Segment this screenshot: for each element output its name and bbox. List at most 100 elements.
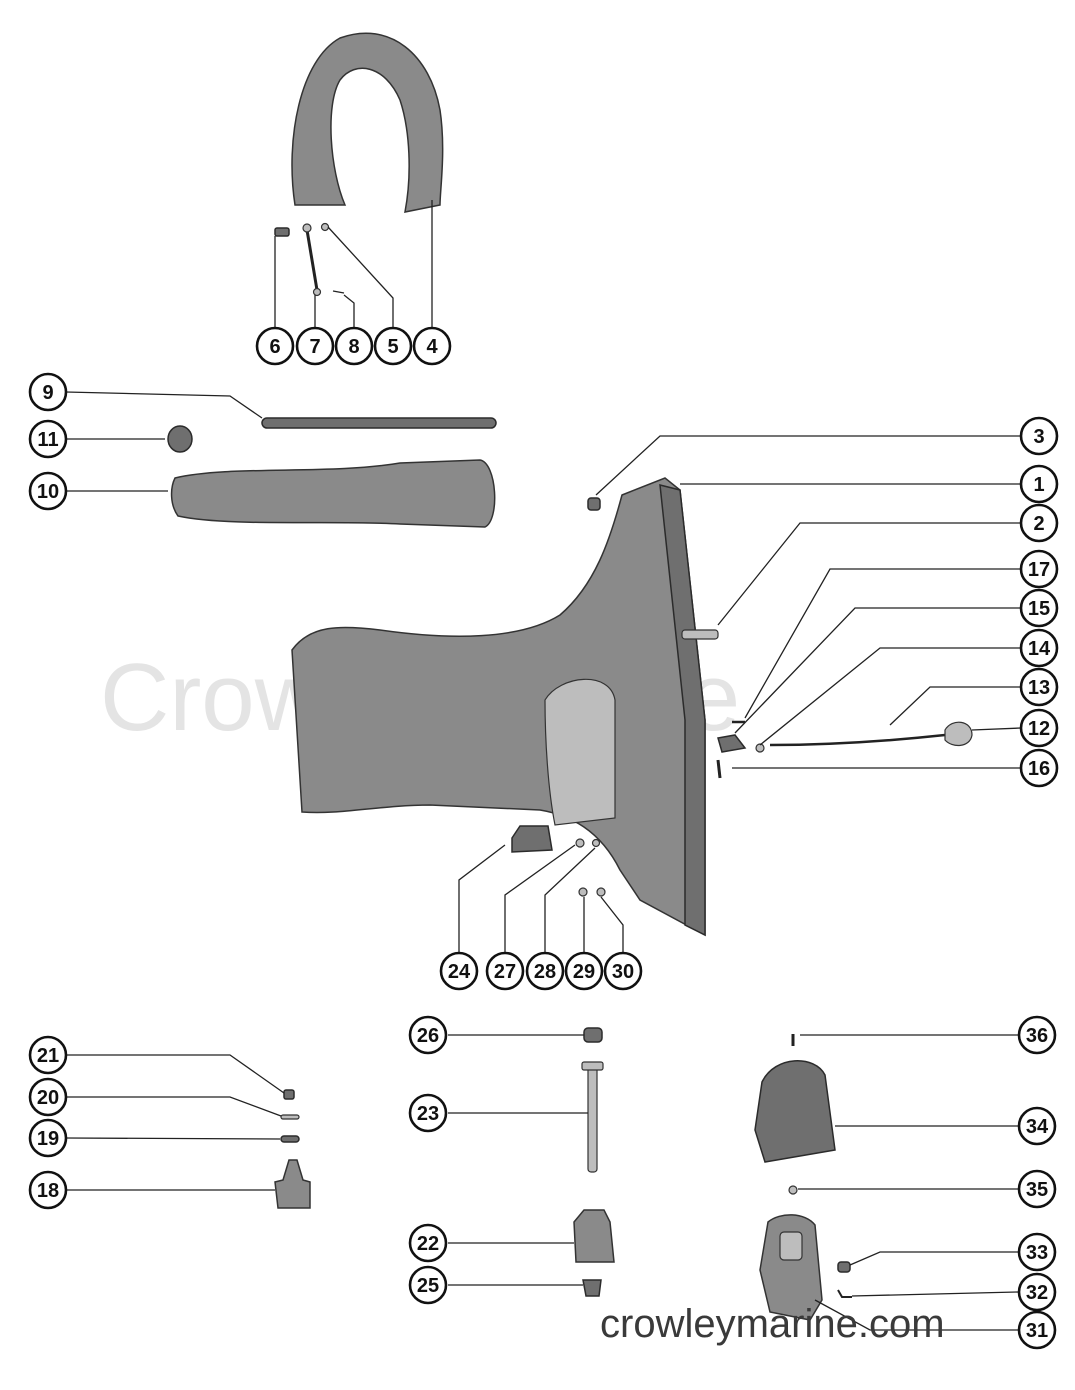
callout-24: 24 — [439, 951, 479, 991]
nut-27-part — [575, 838, 585, 848]
svg-text:22: 22 — [417, 1233, 439, 1255]
washer-30-part — [596, 887, 606, 897]
callout-11: 11 — [28, 419, 68, 459]
svg-text:11: 11 — [37, 429, 58, 451]
svg-text:8: 8 — [348, 336, 359, 358]
callout-21: 21 — [28, 1035, 68, 1075]
exhaust-tube-part — [170, 459, 496, 528]
callout-15: 15 — [1019, 588, 1059, 628]
callout-14: 14 — [1019, 628, 1059, 668]
svg-text:35: 35 — [1026, 1179, 1048, 1201]
washer-part — [320, 222, 330, 232]
svg-text:14: 14 — [1028, 638, 1051, 660]
hood-strap-part — [291, 32, 444, 213]
washer-14-part — [755, 743, 765, 753]
svg-text:26: 26 — [417, 1025, 439, 1047]
svg-text:13: 13 — [1028, 677, 1050, 699]
callout-12: 12 — [1019, 708, 1059, 748]
callout-36: 36 — [1017, 1015, 1057, 1055]
callout-33: 33 — [1017, 1232, 1057, 1272]
callout-34: 34 — [1017, 1106, 1057, 1146]
svg-text:23: 23 — [417, 1103, 439, 1125]
spring-19-part — [280, 1135, 300, 1143]
latch-rod-part — [305, 229, 319, 291]
callout-26: 26 — [408, 1015, 448, 1055]
svg-text:16: 16 — [1028, 758, 1050, 780]
mount-18-part — [274, 1159, 311, 1209]
driveshaft-housing-part — [291, 477, 706, 937]
callout-20: 20 — [28, 1077, 68, 1117]
washer-20-part — [280, 1114, 300, 1120]
callout-10: 10 — [28, 471, 68, 511]
svg-text:36: 36 — [1026, 1025, 1048, 1047]
svg-text:9: 9 — [42, 382, 53, 404]
callout-1: 1 — [1019, 464, 1059, 504]
callout-23: 23 — [408, 1093, 448, 1133]
callout-28: 28 — [525, 951, 565, 991]
screw-16-part — [716, 759, 722, 779]
rod-eye-top — [302, 223, 312, 233]
callout-2: 2 — [1019, 503, 1059, 543]
callout-35: 35 — [1017, 1169, 1057, 1209]
grommet-part — [167, 425, 193, 453]
svg-text:29: 29 — [573, 961, 595, 983]
nut-26-part — [583, 1027, 603, 1043]
nut-21-part — [283, 1089, 295, 1100]
svg-text:7: 7 — [309, 336, 320, 358]
callout-22: 22 — [408, 1223, 448, 1263]
callout-18: 18 — [28, 1170, 68, 1210]
svg-text:18: 18 — [37, 1180, 59, 1202]
nut-part — [587, 497, 601, 511]
callout-30: 30 — [603, 951, 643, 991]
nut-29-part — [578, 887, 588, 897]
svg-text:1: 1 — [1033, 474, 1044, 496]
housing-31-part — [759, 1214, 823, 1321]
svg-text:21: 21 — [37, 1045, 59, 1067]
svg-text:33: 33 — [1026, 1242, 1048, 1264]
svg-text:30: 30 — [612, 961, 634, 983]
svg-text:25: 25 — [417, 1275, 439, 1297]
callout-3: 3 — [1019, 416, 1059, 456]
callout-17: 17 — [1019, 549, 1059, 589]
callout-13: 13 — [1019, 667, 1059, 707]
svg-text:12: 12 — [1028, 718, 1050, 740]
stud-part — [681, 629, 719, 640]
svg-text:10: 10 — [37, 481, 59, 503]
nut-25-part — [582, 1279, 602, 1297]
callout-27: 27 — [485, 951, 525, 991]
svg-text:28: 28 — [534, 961, 556, 983]
svg-text:2: 2 — [1033, 513, 1044, 535]
link-rod-13-part — [769, 733, 946, 747]
washer-35-part — [788, 1185, 798, 1195]
svg-text:19: 19 — [37, 1128, 59, 1150]
callout-32: 32 — [1017, 1272, 1057, 1312]
callout-31: 31 — [1017, 1310, 1057, 1350]
callout-4: 4 — [412, 326, 452, 366]
pin-part — [332, 290, 345, 294]
site-label: crowleymarine.com — [600, 1302, 945, 1346]
knob-12-part — [944, 721, 973, 746]
callout-7: 7 — [295, 326, 335, 366]
leader-lines — [65, 200, 1022, 1331]
svg-text:15: 15 — [1028, 598, 1050, 620]
window-31-part — [779, 1231, 803, 1261]
callout-9: 9 — [28, 372, 68, 412]
callout-8: 8 — [334, 326, 374, 366]
callout-5: 5 — [373, 326, 413, 366]
callout-16: 16 — [1019, 748, 1059, 788]
cover-34-part — [754, 1060, 836, 1163]
callout-19: 19 — [28, 1118, 68, 1158]
svg-text:31: 31 — [1026, 1320, 1048, 1342]
svg-text:20: 20 — [37, 1087, 59, 1109]
mount-22-part — [573, 1209, 615, 1263]
svg-text:4: 4 — [426, 336, 438, 358]
svg-text:3: 3 — [1033, 426, 1044, 448]
svg-text:24: 24 — [448, 961, 471, 983]
svg-text:32: 32 — [1026, 1282, 1048, 1304]
svg-text:17: 17 — [1028, 559, 1050, 581]
housing-bracket-part — [544, 678, 616, 826]
callout-25: 25 — [408, 1265, 448, 1305]
bolt-head-23-part — [581, 1061, 604, 1071]
lever-15-part — [717, 734, 747, 753]
